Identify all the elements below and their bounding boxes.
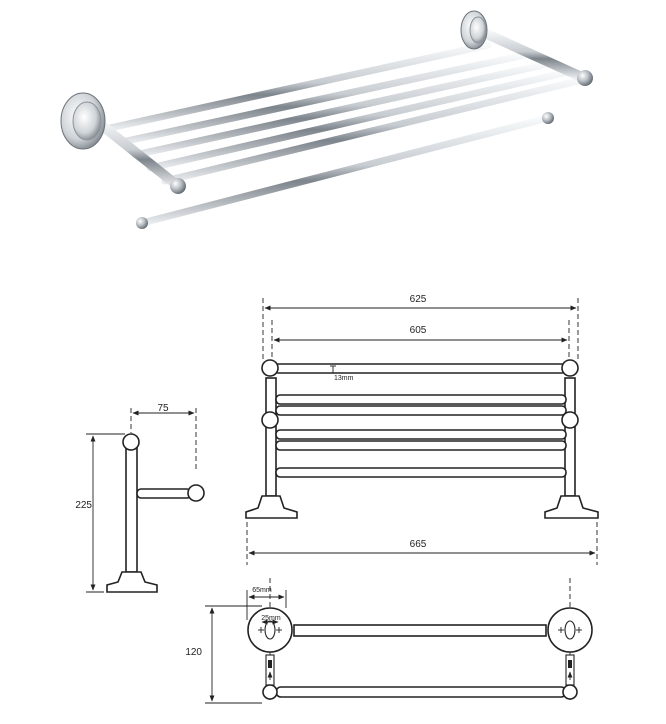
dim-inner-width: 605 [410, 325, 427, 336]
side-view: 75 225 [75, 403, 205, 593]
dim-overall-width-top: 625 [410, 294, 427, 305]
dim-projection: 75 [157, 403, 169, 414]
dim-hole-spacing: 25mm [261, 615, 281, 622]
dim-tube-diameter: 13mm [334, 375, 354, 382]
dim-backplate-diameter: 65mm [252, 587, 272, 594]
front-view: 625 605 13mm 665 [245, 294, 599, 565]
dim-height: 225 [75, 500, 92, 511]
dim-depth: 120 [185, 647, 202, 658]
plan-view: 65mm 120 25mm [185, 578, 593, 704]
product-image [60, 10, 593, 229]
dim-overall-width-base: 665 [410, 539, 427, 550]
